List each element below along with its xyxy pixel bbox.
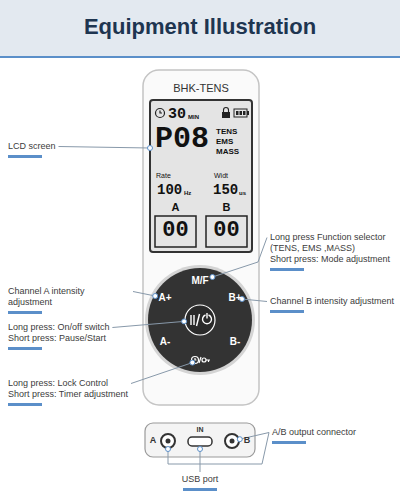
- battery-icon: [234, 109, 249, 117]
- header-band: [0, 0, 400, 56]
- underline-bar: [8, 403, 42, 406]
- callout-label: Short press: Mode adjustment: [270, 254, 390, 265]
- timer-value: 30: [168, 107, 186, 122]
- output-port-a-pin: [166, 439, 171, 444]
- mode-indicator: TENS: [216, 128, 237, 136]
- leader-line: [133, 292, 155, 297]
- brand-name: BHK-TENS: [173, 83, 229, 94]
- leader-dot: [166, 447, 171, 452]
- width-caption: Widt: [214, 172, 228, 179]
- underline-bar: [270, 310, 304, 313]
- underline-bar: [270, 268, 304, 271]
- callout-label: Channel B intensity adjustment: [270, 296, 394, 307]
- button-label: M/F: [191, 276, 208, 286]
- underline-bar: [183, 488, 217, 491]
- button-label: A+: [158, 293, 171, 303]
- callout-group: Channel A intensity adjustment: [8, 286, 130, 314]
- leader-dot: [148, 146, 153, 151]
- port-label: A: [150, 436, 157, 445]
- button-label: B+: [228, 293, 241, 303]
- button-node: A-: [155, 332, 175, 352]
- callout-label: LCD screen: [8, 141, 56, 152]
- channel-letter: B: [223, 202, 231, 213]
- button-node: A+: [155, 288, 175, 308]
- callout-group: Long press: On/off switchShort press: Pa…: [8, 322, 130, 350]
- callout-label: Long press: Lock Control: [8, 378, 108, 389]
- header-rule: [0, 56, 400, 58]
- underline-bar: [8, 311, 42, 314]
- channel-b-box: [206, 216, 247, 247]
- callout-label: Short press: Timer adjustment: [8, 389, 128, 400]
- callout-group: Channel B intensity adjustment: [270, 296, 396, 313]
- callout-label: USB port: [182, 474, 219, 485]
- callout-group: A/B output connector: [272, 427, 396, 444]
- button-label: A-: [160, 337, 171, 347]
- button-pad-rim: [145, 265, 255, 375]
- clock-icon: [156, 109, 165, 118]
- leader-dot: [210, 275, 215, 280]
- button-node: B-: [225, 332, 245, 352]
- leader-line: [212, 238, 267, 278]
- leader-line: [168, 433, 269, 465]
- underline-bar: [8, 347, 42, 350]
- device-bottom-view: [145, 423, 255, 457]
- mode-indicator: MASS: [216, 148, 239, 156]
- width-unit: us: [239, 190, 246, 196]
- rate-caption: Rate: [156, 172, 171, 179]
- intensity-value: 00: [162, 220, 188, 242]
- leader-line: [200, 449, 201, 472]
- button-label: B-: [230, 337, 241, 347]
- output-port-b: [225, 434, 239, 448]
- channel-a-box: [155, 216, 196, 247]
- callout-label: A/B output connector: [272, 427, 356, 438]
- lcd-screen: [150, 100, 252, 252]
- callout-group: Long press: Lock ControlShort press: Tim…: [8, 378, 130, 406]
- leader-dot: [182, 319, 187, 324]
- underline-bar: [272, 441, 306, 444]
- channel-letter: A: [172, 202, 180, 213]
- callout-group: LCD screen: [8, 141, 130, 158]
- leader-line: [112, 321, 184, 327]
- callout-group: Long press Function selector (TENS, EMS …: [270, 232, 396, 271]
- device-body: [143, 70, 259, 405]
- leader-dot: [153, 294, 158, 299]
- output-port-b-pin: [230, 439, 235, 444]
- pause-power-icon: [191, 313, 212, 326]
- button-node: B+: [225, 288, 245, 308]
- output-port-a: [161, 434, 175, 448]
- callout-label: Long press Function selector (TENS, EMS …: [270, 232, 396, 254]
- leader-line: [242, 299, 267, 302]
- leader-line: [59, 147, 151, 149]
- usb-port: [188, 437, 212, 446]
- width-value: 150: [213, 183, 238, 197]
- leader-dot: [198, 447, 203, 452]
- callout-group: USB port: [160, 474, 240, 491]
- diagram-title: Equipment Illustration: [84, 16, 316, 38]
- leader-dot: [237, 437, 242, 442]
- program-number: P08: [155, 124, 209, 154]
- button-pad: [148, 268, 252, 372]
- leader-line: [131, 363, 192, 384]
- underline-bar: [8, 155, 42, 158]
- intensity-value: 00: [213, 220, 239, 242]
- port-label: IN: [197, 426, 204, 433]
- callout-label: Long press: On/off switch: [8, 322, 109, 333]
- callout-label: Short press: Pause/Start: [8, 333, 106, 344]
- callout-label: Channel A intensity adjustment: [8, 286, 130, 308]
- port-label: B: [244, 436, 251, 445]
- timer-unit: MIN: [188, 114, 199, 120]
- rate-value: 100: [157, 183, 182, 197]
- mode-indicator: EMS: [216, 138, 233, 146]
- leader-dot: [190, 360, 195, 365]
- rate-unit: Hz: [184, 190, 191, 196]
- button-node: M/F: [188, 269, 212, 293]
- lock-icon: [222, 108, 230, 119]
- pause-power-button: [185, 305, 215, 335]
